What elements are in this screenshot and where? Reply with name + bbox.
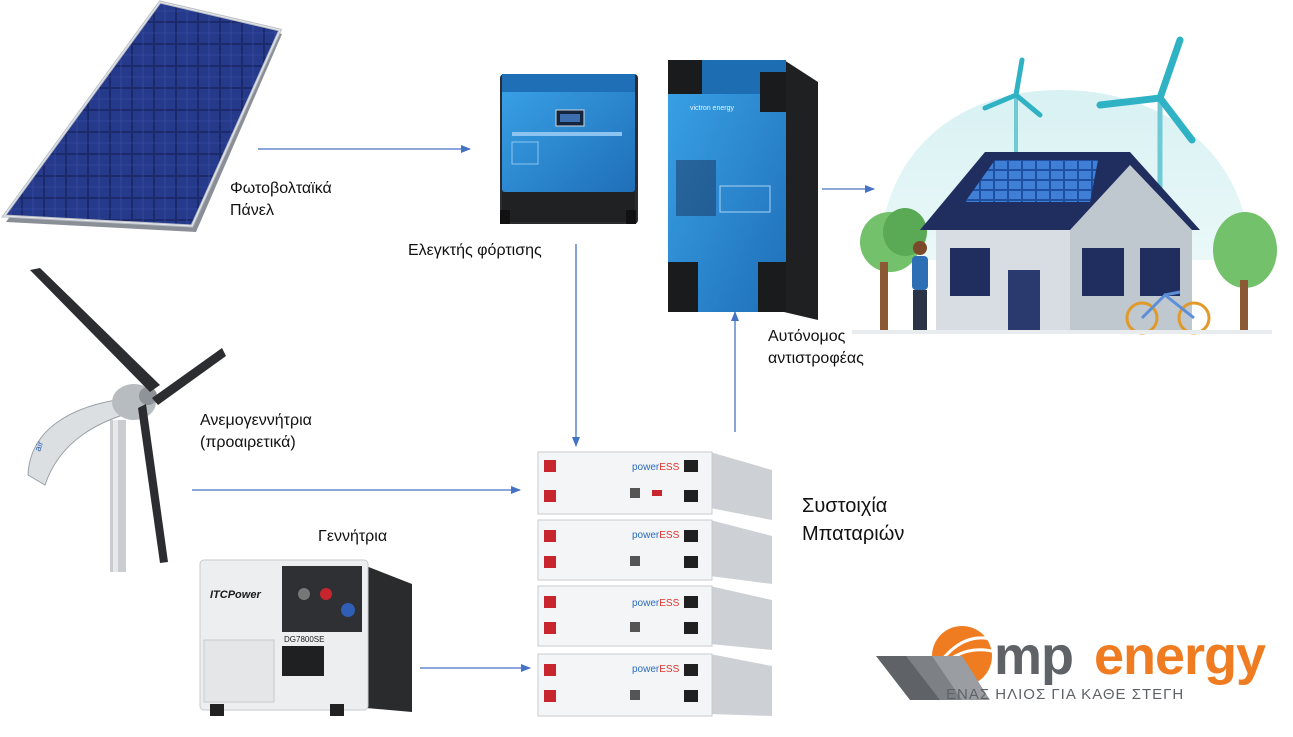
solar-panel-illustration — [1, 0, 283, 232]
svg-text:victron energy: victron energy — [690, 105, 734, 112]
battery-module-2 — [537, 519, 772, 584]
battery-bank-label-line1: Συστοιχία — [802, 495, 888, 517]
inverter-label-line1: Αυτόνομος — [768, 328, 846, 345]
logo-stripes-icon — [876, 656, 990, 700]
wind-turbine-label-line2: (προαιρετικά) — [200, 434, 296, 451]
battery-bank-label: Συστοιχία Μπαταριών — [802, 492, 904, 548]
inverter-label: Αυτόνομος αντιστροφέας — [768, 326, 864, 370]
pv-panels-label-line2: Πάνελ — [230, 202, 274, 219]
battery-module-3 — [537, 585, 772, 650]
pv-panels-label-line1: Φωτοβολταϊκά — [230, 180, 332, 197]
logo-energy-text: energy — [1094, 626, 1266, 686]
battery-brand-3: powerESS — [632, 598, 680, 609]
battery-bank-label-line2: Μπαταριών — [802, 523, 905, 545]
charge-controller-label: Ελεγκτής φόρτισης — [408, 242, 542, 259]
house-illustration — [852, 36, 1290, 340]
battery-brand-1: powerESS — [632, 462, 680, 473]
battery-stack-illustration: powerESS powerESS powerESS powerESS — [537, 451, 772, 717]
logo-tagline: ΕΝΑΣ ΗΛΙΟΣ ΓΙΑ ΚΑΘΕ ΣΤΕΓΗ — [946, 686, 1185, 703]
wind-turbine-illustration: air — [27, 268, 226, 572]
battery-brand-2: powerESS — [632, 530, 680, 541]
svg-text:air: air — [32, 440, 45, 453]
generator-label: Γεννήτρια — [318, 528, 388, 545]
generator-brand: ITCPower — [210, 589, 261, 601]
battery-module-1 — [537, 451, 772, 520]
wind-turbine-label: Ανεμογεννήτρια (προαιρετικά) — [200, 410, 312, 454]
generator-model: DG7800SE — [284, 635, 324, 644]
inverter-illustration: victron energy — [668, 60, 818, 320]
charge-controller-illustration — [500, 74, 638, 224]
wind-turbine-label-line1: Ανεμογεννήτρια — [200, 412, 312, 429]
mp-energy-logo — [876, 626, 997, 700]
flow-arrows — [192, 145, 875, 672]
pv-panels-label: Φωτοβολταϊκά Πάνελ — [230, 178, 332, 222]
generator-illustration: ITCPower DG7800SE — [199, 559, 412, 716]
battery-module-4 — [537, 653, 772, 717]
inverter-label-line2: αντιστροφέας — [768, 350, 864, 367]
logo-mp-text: mp — [994, 626, 1074, 686]
battery-brand-4: powerESS — [632, 664, 680, 675]
